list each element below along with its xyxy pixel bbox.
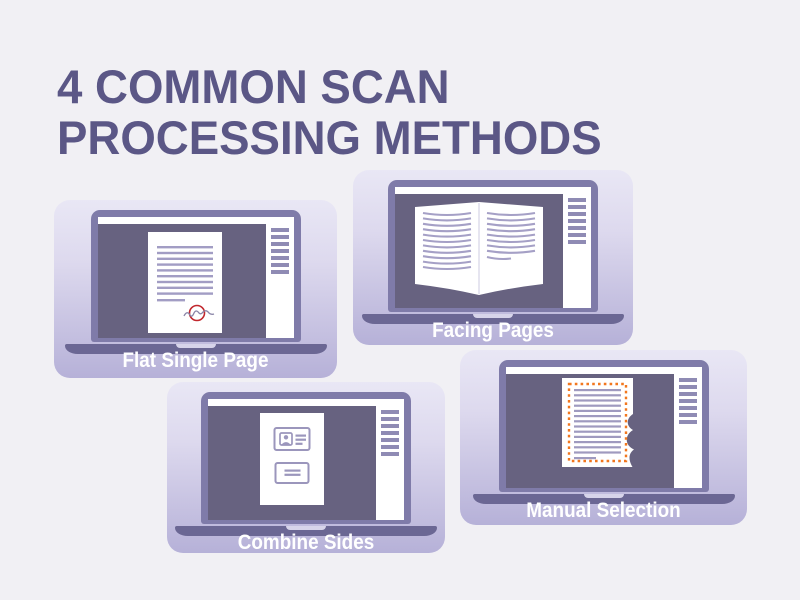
open-book-icon — [415, 202, 543, 295]
card-label: Flat Single Page — [122, 349, 269, 372]
card-label: Facing Pages — [432, 319, 554, 342]
laptop-screen — [395, 187, 591, 308]
card-manual-selection: Manual Selection — [460, 350, 747, 525]
scan-preview-area — [505, 374, 674, 488]
dotted-selection-document-icon — [561, 378, 634, 467]
laptop-icon — [90, 210, 301, 342]
laptop-base — [64, 344, 327, 354]
card-label: Combine Sides — [237, 531, 375, 554]
laptop-base — [175, 526, 437, 536]
signed-document-icon — [147, 232, 222, 333]
id-card-front-back-icon — [260, 413, 324, 505]
laptop-notch — [473, 314, 513, 318]
card-flat-single-page: Flat Single Page — [54, 200, 337, 378]
sidebar-thumbnails-icon — [381, 410, 399, 456]
laptop-screen — [208, 399, 404, 520]
scan-preview-area — [395, 194, 563, 308]
torn-page-icon — [561, 378, 634, 467]
laptop-notch — [175, 344, 216, 348]
card-label: Manual Selection — [526, 499, 681, 522]
signature-circle-icon — [188, 304, 205, 322]
title-line-1: 4 COMMON SCAN — [57, 60, 450, 114]
sidebar-thumbnails-icon — [270, 228, 289, 274]
laptop-notch — [583, 494, 624, 498]
scan-preview-area — [208, 406, 376, 520]
selection-marquee-icon — [567, 382, 627, 463]
id-card-back-icon — [274, 462, 310, 484]
laptop-icon — [388, 180, 598, 312]
signature-scribble-icon — [182, 310, 214, 317]
id-card-front-icon — [273, 427, 311, 451]
sidebar-thumbnails-icon — [568, 198, 586, 244]
person-icon — [283, 435, 289, 440]
title-line-2: PROCESSING METHODS — [57, 111, 602, 165]
scan-preview-area — [97, 224, 266, 338]
infographic-title: 4 COMMON SCAN PROCESSING METHODS — [57, 61, 618, 163]
card-facing-pages: Facing Pages — [353, 170, 633, 345]
laptop-base — [472, 494, 735, 504]
laptop-base — [362, 314, 624, 324]
card-combine-sides: Combine Sides — [167, 382, 445, 554]
sidebar-thumbnails-icon — [678, 378, 697, 424]
laptop-screen — [505, 367, 702, 488]
laptop-icon — [201, 392, 411, 524]
laptop-screen — [97, 217, 294, 338]
laptop-notch — [286, 526, 326, 530]
laptop-icon — [498, 360, 709, 492]
